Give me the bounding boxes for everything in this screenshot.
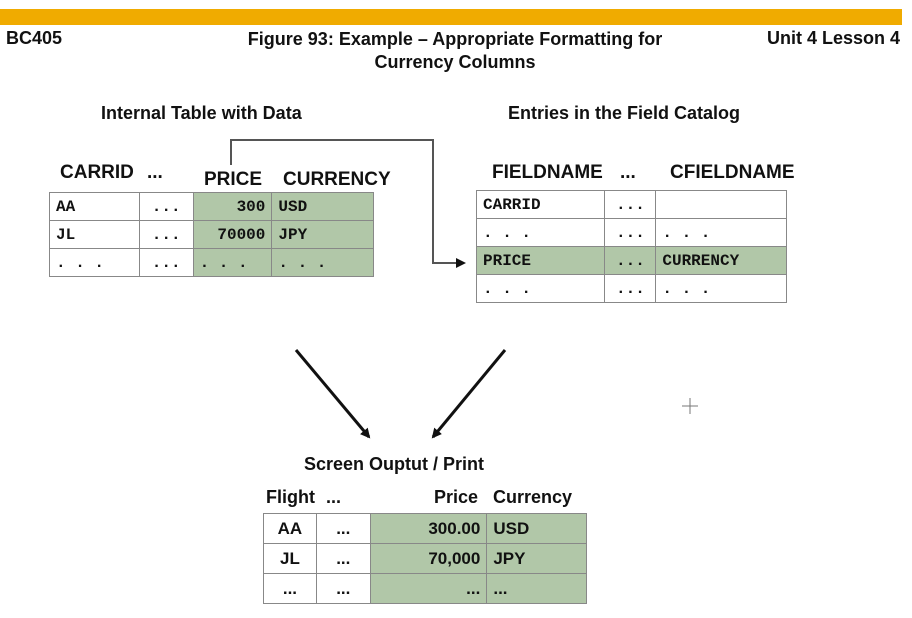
cell-currency: ... (486, 573, 587, 604)
cell-cfieldname: CURRENCY (655, 246, 787, 275)
output-table: AA ... 300.00 USD JL ... 70,000 JPY ... … (263, 513, 587, 604)
figure-title-line-1: Figure 93: Example – Appropriate Formatt… (247, 29, 663, 49)
table-row: . . . ... . . . (475, 218, 787, 247)
cell-dots: ... (604, 190, 657, 219)
accent-bar (0, 9, 902, 25)
output-title: Screen Ouptut / Print (304, 454, 485, 474)
cell-dots: ... (138, 248, 194, 277)
down-arrow-left (294, 349, 371, 439)
table-row: AA ... 300.00 USD (263, 513, 587, 544)
internal-col-carrid: CARRID (60, 162, 134, 183)
cell-fieldname: CARRID (475, 190, 606, 219)
table-row: . . . ... . . . . . . (49, 248, 374, 277)
cell-fieldname: . . . (475, 274, 606, 303)
field-catalog-title: Entries in the Field Catalog (508, 103, 741, 123)
cell-currency: JPY (271, 220, 374, 249)
output-col-price: Price (434, 487, 479, 507)
cell-flight: ... (263, 573, 317, 604)
cell-fieldname: . . . (475, 218, 606, 247)
internal-col-currency: CURRENCY (283, 169, 391, 190)
cell-flight: AA (263, 513, 317, 544)
table-row: ... ... ... ... (263, 573, 587, 604)
cell-dots: ... (604, 246, 657, 275)
internal-col-price: PRICE (204, 169, 263, 190)
cell-price: . . . (192, 248, 273, 277)
cell-price: 300 (192, 192, 273, 221)
cell-currency: . . . (271, 248, 374, 277)
cell-dots: ... (138, 220, 194, 249)
cell-dots: ... (315, 573, 371, 604)
cell-fieldname: PRICE (475, 246, 606, 275)
cell-cfieldname (655, 190, 787, 219)
cell-price: 70,000 (369, 543, 488, 574)
catalog-col-fieldname: FIELDNAME (492, 162, 603, 183)
crosshair-icon (682, 398, 698, 414)
cell-price: ... (369, 573, 488, 604)
field-catalog-table: CARRID ... . . . ... . . . PRICE ... CUR… (475, 190, 787, 303)
course-code: BC405 (6, 28, 63, 48)
cell-currency: JPY (486, 543, 587, 574)
cell-price: 300.00 (369, 513, 488, 544)
table-row: CARRID ... (475, 190, 787, 219)
internal-col-dots: ... (147, 162, 163, 183)
figure-title: Figure 93: Example – Appropriate Formatt… (200, 28, 710, 74)
internal-table: AA ... 300 USD JL ... 70000 JPY . . . ..… (49, 192, 374, 277)
catalog-col-cfieldname: CFIELDNAME (670, 162, 795, 183)
cell-flight: JL (263, 543, 317, 574)
output-col-dots: ... (326, 487, 342, 507)
figure-title-line-2: Currency Columns (374, 52, 536, 72)
cell-price: 70000 (192, 220, 273, 249)
link-arrow (230, 139, 466, 268)
cell-dots: ... (315, 513, 371, 544)
cell-currency: USD (271, 192, 374, 221)
output-col-currency: Currency (493, 487, 573, 507)
internal-table-title: Internal Table with Data (101, 103, 302, 123)
cell-currency: USD (486, 513, 587, 544)
table-row: JL ... 70,000 JPY (263, 543, 587, 574)
unit-label: Unit 4 Lesson 4 (766, 28, 900, 48)
table-row: PRICE ... CURRENCY (475, 246, 787, 275)
cell-dots: ... (604, 274, 657, 303)
cell-cfieldname: . . . (655, 274, 787, 303)
cell-dots: ... (315, 543, 371, 574)
cell-carrid: . . . (49, 248, 140, 277)
output-col-flight: Flight (266, 487, 315, 507)
down-arrow-right (431, 349, 507, 439)
table-row: JL ... 70000 JPY (49, 220, 374, 249)
catalog-col-dots: ... (620, 162, 636, 183)
cell-dots: ... (604, 218, 657, 247)
table-row: . . . ... . . . (475, 274, 787, 303)
cell-dots: ... (138, 192, 194, 221)
